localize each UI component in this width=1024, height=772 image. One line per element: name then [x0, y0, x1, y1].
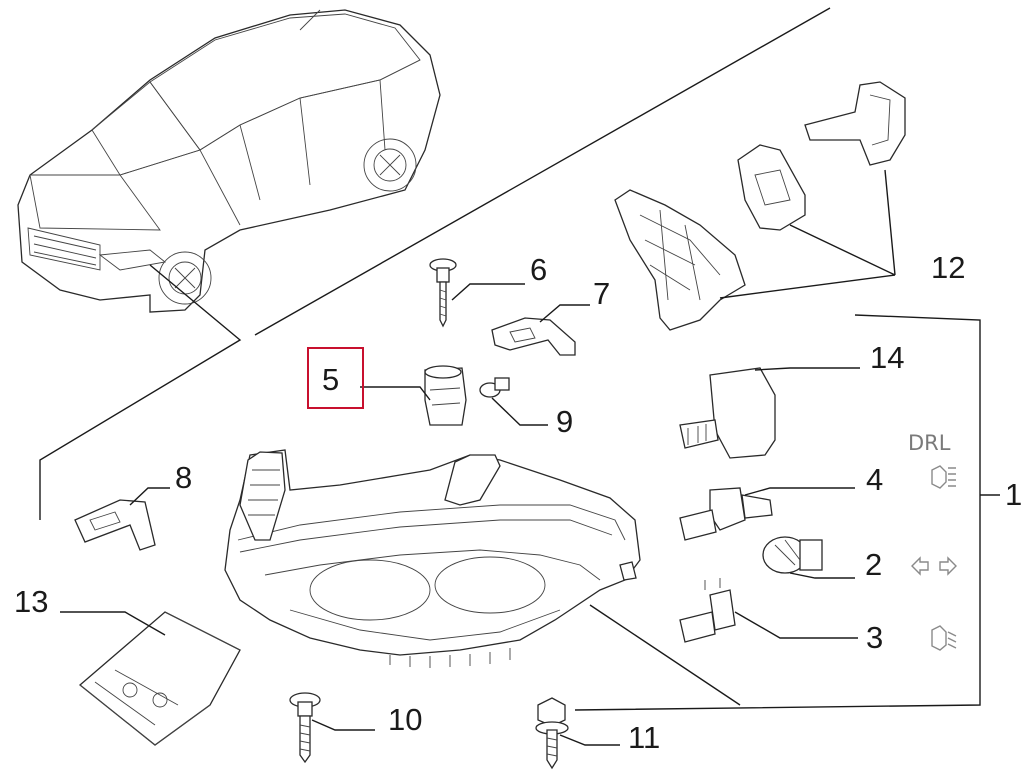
- part-4-bulb: [679, 487, 855, 541]
- callout-3: 3: [866, 620, 883, 655]
- callout-7: 7: [593, 276, 610, 311]
- callout-9: 9: [556, 404, 573, 439]
- part-7-bracket: [491, 304, 590, 356]
- part-10-screw: [289, 692, 375, 764]
- callout-8: 8: [175, 460, 192, 495]
- drl-lamp-icon: [931, 465, 956, 489]
- function-symbols: DRL: [908, 431, 957, 651]
- callout-6: 6: [530, 252, 547, 287]
- part-2-bulb: [762, 536, 855, 579]
- low-beam-icon: [931, 625, 957, 651]
- part-13-bulb-kit: [60, 611, 241, 746]
- part-12-brackets: [614, 81, 906, 331]
- part-9-screw: [479, 377, 548, 426]
- callout-14: 14: [870, 340, 904, 375]
- callout-5: 5: [322, 362, 339, 397]
- callout-12: 12: [931, 250, 965, 285]
- part-6-screw: [429, 258, 525, 328]
- car-illustration: [17, 9, 441, 520]
- callout-11: 11: [628, 720, 660, 755]
- turn-signal-icon: [911, 556, 957, 576]
- drl-label: DRL: [908, 431, 951, 455]
- callout-13: 13: [14, 584, 48, 619]
- callout-2: 2: [865, 547, 882, 582]
- part-1-headlamp-assembly: [224, 449, 741, 706]
- callout-4: 4: [866, 462, 883, 497]
- callout-10: 10: [388, 702, 422, 737]
- part-8-bracket: [74, 487, 170, 551]
- part-11-screw: [535, 697, 620, 770]
- callout-1: 1: [1005, 477, 1022, 512]
- callout-numbers: 1 2 3 4 5 6 7 8 9 10 11 12 13 14: [14, 250, 1022, 755]
- part-5-adjuster: [360, 365, 467, 426]
- frame-lines: [254, 7, 1000, 711]
- part-14-bulb: [679, 367, 860, 459]
- callout-5-highlight-box: [307, 347, 364, 409]
- part-3-bulb: [679, 578, 858, 643]
